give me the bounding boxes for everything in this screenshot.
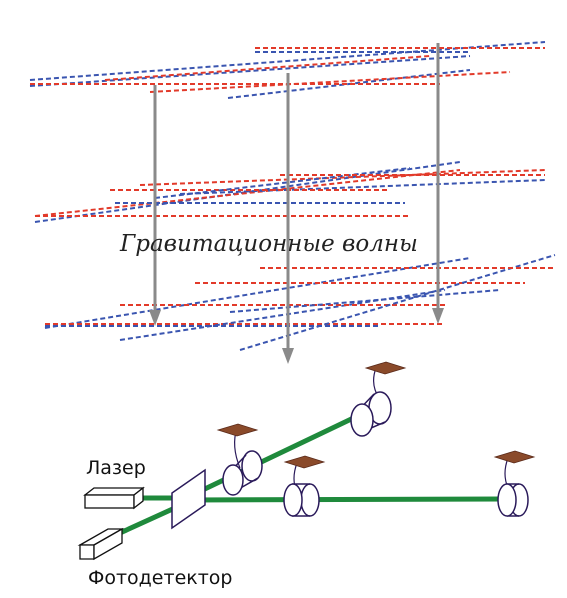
wave-arrow xyxy=(149,85,161,326)
wave-line xyxy=(29,41,546,81)
wave-line xyxy=(139,169,546,186)
suspension-pads xyxy=(216,361,536,469)
wave-arrows xyxy=(149,43,444,364)
wave-line xyxy=(149,71,511,93)
test-mass-icon xyxy=(222,450,263,496)
test-masses xyxy=(222,391,529,517)
photodetector-label: Фотодетектор xyxy=(88,567,233,589)
interferometer: Лазер Фотодетектор xyxy=(77,361,536,589)
wave-line xyxy=(154,167,411,199)
wave-line xyxy=(227,69,471,99)
photodetector-icon xyxy=(77,527,125,561)
beam-splitter-icon xyxy=(171,468,206,530)
test-mass-icon xyxy=(497,483,529,517)
wave-line xyxy=(34,169,461,217)
wave-planes xyxy=(29,41,556,351)
suspension-wires xyxy=(234,367,509,494)
wave-line xyxy=(29,55,471,87)
wave-line xyxy=(229,289,501,313)
laser-icon xyxy=(83,486,145,510)
suspension-icon xyxy=(493,450,536,464)
suspension-icon xyxy=(216,423,259,437)
beam-arm-y xyxy=(185,409,369,500)
wave-arrow xyxy=(432,43,444,324)
waves-label: Гравитационные волны xyxy=(119,231,418,257)
suspension-icon xyxy=(364,361,407,375)
wave-arrow xyxy=(282,73,294,364)
beam-arm-x xyxy=(185,496,506,503)
test-mass-icon xyxy=(283,483,320,517)
wave-line xyxy=(179,179,546,195)
wave-line xyxy=(104,55,431,81)
wave-line xyxy=(119,289,446,341)
test-mass-icon xyxy=(350,391,392,437)
wave-line xyxy=(239,254,556,351)
laser-label: Лазер xyxy=(86,457,146,479)
suspension-icon xyxy=(283,455,326,469)
